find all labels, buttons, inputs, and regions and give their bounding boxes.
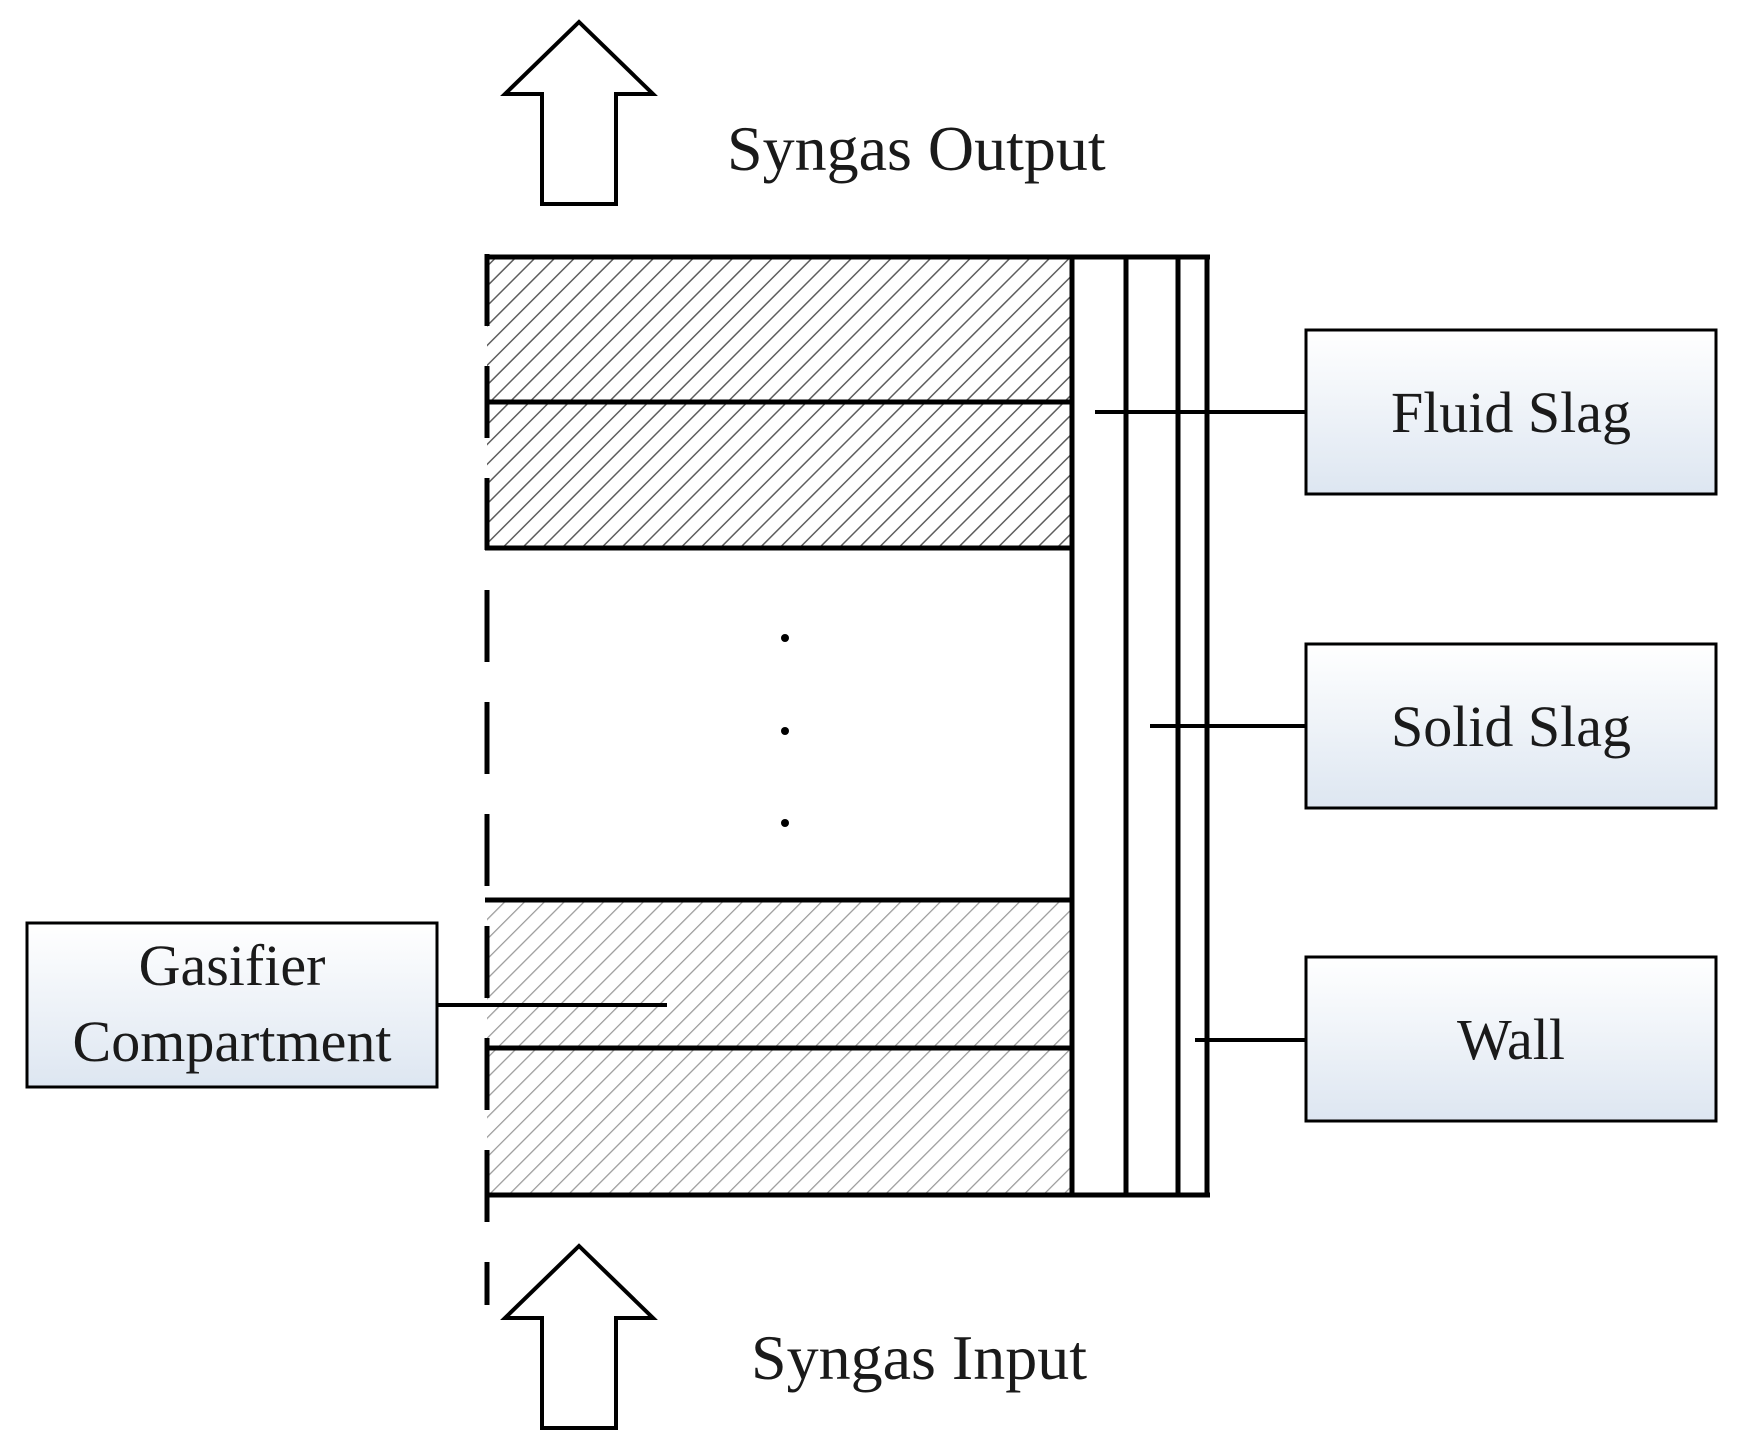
wall-box <box>1304 955 1718 1123</box>
compartment-layer-top-1 <box>487 258 1072 400</box>
fluid-slag-label: Fluid Slag <box>1391 380 1631 445</box>
compartment-layer-top-2 <box>487 403 1072 548</box>
solid-slag-box <box>1304 642 1718 810</box>
wall-label: Wall <box>1457 1007 1565 1072</box>
gasifier-compartment-box <box>25 921 439 1089</box>
solid-slag-label: Solid Slag <box>1391 694 1631 759</box>
input-arrow-icon <box>500 1243 658 1430</box>
ellipsis-dots <box>781 634 789 827</box>
gasifier-label-line2: Compartment <box>73 1009 392 1074</box>
compartment-boundaries <box>485 254 1210 1198</box>
gasifier-label-line1: Gasifier <box>139 933 326 998</box>
syngas-input-label: Syngas Input <box>751 1322 1087 1393</box>
syngas-output-label: Syngas Output <box>727 113 1106 184</box>
output-arrow-icon <box>500 19 658 206</box>
compartment-layer-bottom-1 <box>487 902 1072 1047</box>
fluid-slag-box <box>1304 328 1718 496</box>
compartment-layer-bottom-2 <box>487 1050 1072 1194</box>
